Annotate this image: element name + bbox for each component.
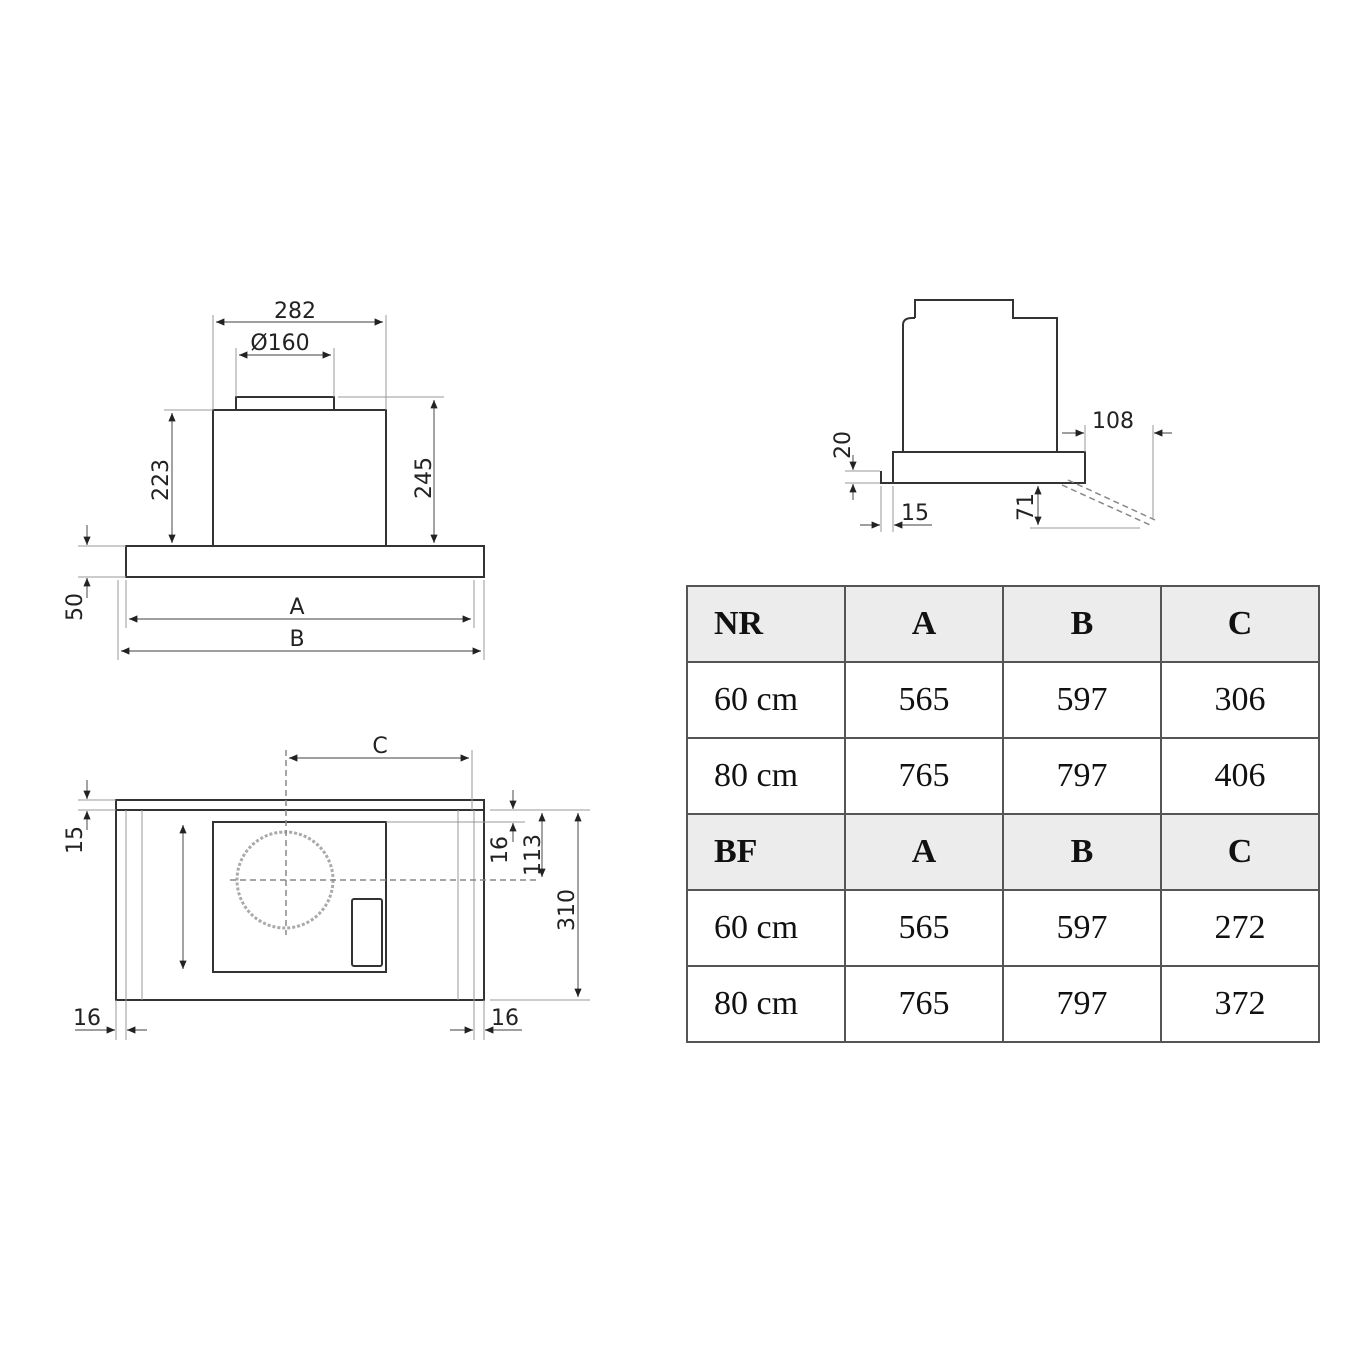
table-row: 60 cm 565 597 272 (686, 889, 1320, 967)
dim-label-245: 245 (412, 457, 437, 499)
table-header-cell: C (1160, 585, 1320, 663)
table-cell: 765 (844, 737, 1004, 815)
motor-panel-outline (212, 821, 387, 973)
duct-spigot-outline (235, 396, 335, 411)
table-header-cell: C (1160, 813, 1320, 891)
table-header-row: BF A B C (686, 813, 1320, 891)
dim-label-50: 50 (63, 593, 88, 621)
hood-bottom-outline (115, 799, 485, 1001)
control-box-outline (351, 898, 383, 967)
dim-label-b: B (289, 627, 304, 652)
table-cell: 597 (1002, 661, 1162, 739)
table-cell: 797 (1002, 965, 1162, 1043)
dim-label-71: 71 (1014, 493, 1039, 521)
dim-label-c: C (372, 734, 387, 759)
table-row: 60 cm 565 597 306 (686, 661, 1320, 739)
front-view: 282 Ø160 223 245 50 A B (63, 299, 485, 660)
dimensions-table: NR A B C 60 cm 565 597 306 80 cm 765 797… (686, 585, 1320, 1043)
table-cell: 272 (1160, 889, 1320, 967)
table-row: 80 cm 765 797 406 (686, 737, 1320, 815)
table-header-cell: B (1002, 813, 1162, 891)
dim-label-16-left: 16 (73, 1006, 101, 1031)
hood-base-outline (125, 545, 485, 578)
table-header-row: NR A B C (686, 585, 1320, 663)
table-header-cell: A (844, 585, 1004, 663)
dim-label-a: A (289, 595, 304, 620)
table-cell: 565 (844, 661, 1004, 739)
table-cell: 372 (1160, 965, 1320, 1043)
table-cell: 406 (1160, 737, 1320, 815)
dim-label-16-right: 16 (491, 1006, 519, 1031)
table-cell: 797 (1002, 737, 1162, 815)
side-view: 108 20 15 71 (831, 299, 1172, 532)
table-cell: 60 cm (686, 661, 846, 739)
dim-label-310: 310 (555, 889, 580, 931)
dim-label-16-top: 16 (488, 836, 513, 864)
dim-label-223: 223 (149, 459, 174, 501)
table-header-cell: A (844, 813, 1004, 891)
flap-open-outline (1061, 484, 1151, 526)
table-cell: 60 cm (686, 889, 846, 967)
table-row: 80 cm 765 797 372 (686, 965, 1320, 1043)
table-cell: 765 (844, 965, 1004, 1043)
dim-label-282: 282 (274, 299, 316, 324)
table-cell: 80 cm (686, 965, 846, 1043)
side-housing-outline (902, 299, 1058, 452)
dim-label-15-side: 15 (901, 501, 929, 526)
motor-housing-outline (212, 409, 387, 547)
bottom-view: C 15 16 113 310 16 16 (63, 734, 590, 1040)
side-base-outline (892, 451, 1086, 484)
table-header-cell: BF (686, 813, 846, 891)
table-header-cell: NR (686, 585, 846, 663)
dim-label-108: 108 (1092, 409, 1134, 434)
dim-label-20: 20 (831, 431, 856, 459)
table-cell: 306 (1160, 661, 1320, 739)
table-cell: 597 (1002, 889, 1162, 967)
dim-label-113: 113 (521, 834, 546, 876)
table-cell: 80 cm (686, 737, 846, 815)
table-cell: 565 (844, 889, 1004, 967)
dim-label-diameter: Ø160 (250, 331, 309, 356)
dim-label-15: 15 (63, 826, 88, 854)
table-header-cell: B (1002, 585, 1162, 663)
